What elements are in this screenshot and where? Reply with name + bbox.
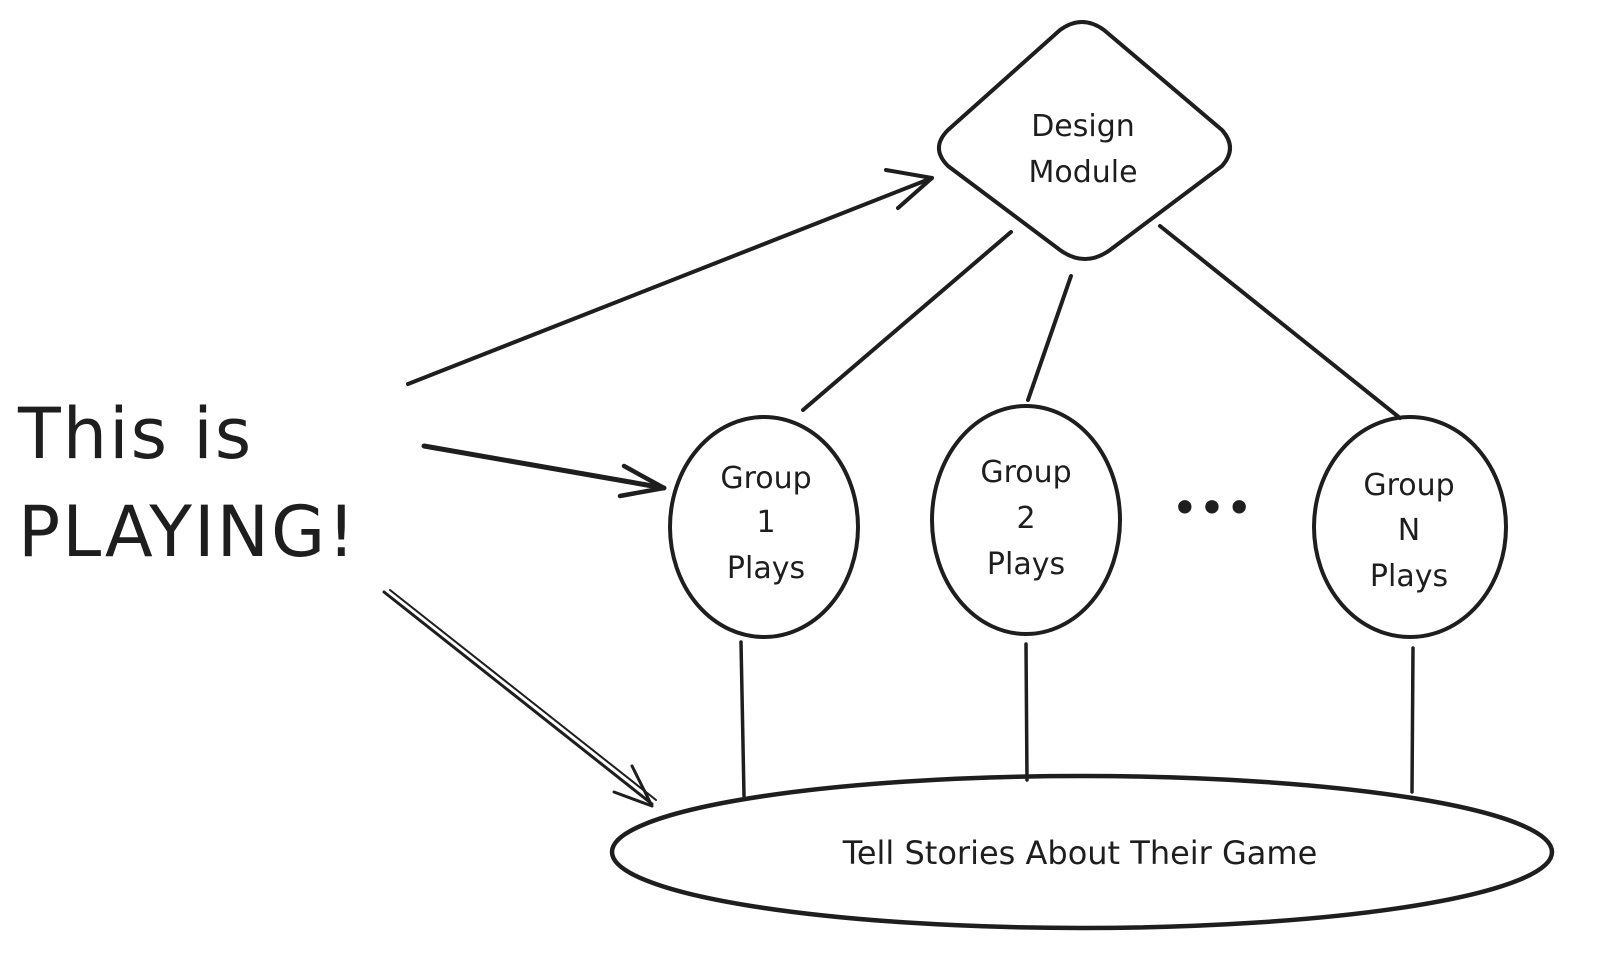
group-n-label-line3: Plays [1370,559,1448,594]
outcome-label: Tell Stories About Their Game [842,834,1318,872]
circle-shape [1312,415,1508,639]
design-module-label-line2: Module [1028,155,1137,190]
callout-line2: PLAYING! [18,491,357,573]
arrowhead-icon [612,764,654,808]
callout: This is PLAYING! [17,393,357,573]
group-n-label-line2: N [1398,513,1420,548]
diamond-shape [937,20,1232,261]
group-1-label-line2: 1 [756,505,775,540]
design-module-label-line1: Design [1031,109,1135,144]
group-1-node[interactable]: Group 1 Plays [668,415,860,639]
group-1-label-line3: Plays [727,551,805,586]
circle-shape [930,404,1122,636]
group-n-label-line1: Group [1363,468,1454,503]
edge-group2-to-outcome [1024,642,1029,782]
arrowhead-icon [884,168,934,210]
circle-shape [668,415,860,639]
edge-group1-to-outcome [739,640,746,798]
group-1-label-line1: Group [720,461,811,496]
outcome-node[interactable]: Tell Stories About Their Game [609,773,1555,931]
ellipse-shape [609,773,1555,931]
design-module-node[interactable]: Design Module [937,20,1232,261]
edge-design-to-group2 [1026,274,1073,402]
arrowhead-icon [617,463,667,499]
edge-design-to-group1 [801,230,1013,412]
arrow-callout-to-design-module [406,168,934,386]
edge-groupn-to-outcome [1410,646,1415,794]
group-2-label-line3: Plays [987,547,1065,582]
arrow-callout-to-group1 [421,443,667,499]
group-2-label-line2: 2 [1016,501,1035,536]
group-2-node[interactable]: Group 2 Plays [930,404,1122,636]
group-n-node[interactable]: Group N Plays [1312,415,1508,639]
edge-design-to-groupn [1158,224,1402,420]
arrow-callout-to-outcome [382,589,657,808]
callout-line1: This is [17,393,253,475]
group-2-label-line1: Group [980,455,1071,490]
ellipsis-separator: ••• [1171,481,1252,535]
